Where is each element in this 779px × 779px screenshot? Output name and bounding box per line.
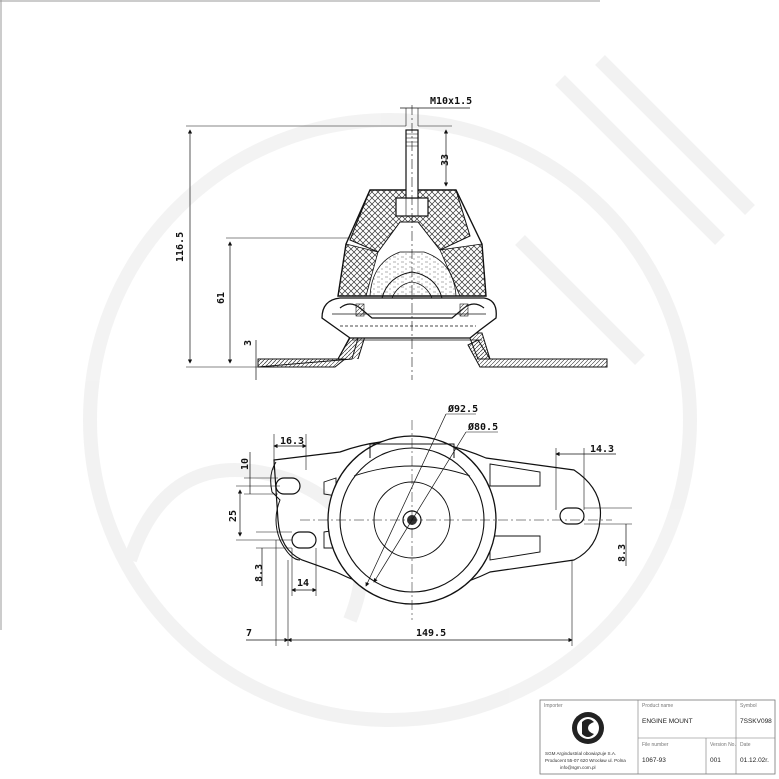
total-length-label: 149.5 <box>416 628 446 639</box>
base-plate-left-flange <box>257 358 347 368</box>
symbol-value: 7SSKV098 <box>740 718 772 725</box>
base-right-leg <box>467 332 491 360</box>
mounting-hole-right <box>559 507 585 525</box>
watermark-logo <box>83 55 755 727</box>
left-hole-width-label: 10 <box>240 458 251 470</box>
rubber-hatch-upper <box>349 189 471 253</box>
left-hole-dia-label: 8.3 <box>254 564 265 582</box>
importer-label: Importer <box>544 703 563 709</box>
stud-height-label: 33 <box>440 154 451 166</box>
outer-diameter-label: Ø92.5 <box>447 403 478 415</box>
title-block: Importer SGM Argindustrial obowiązuje S.… <box>539 699 776 775</box>
right-offset-label: 14.3 <box>590 444 614 455</box>
importer-text-2: Producent 55-07 620 Wrocław ul. Polna <box>545 758 626 763</box>
base-plate-right-flange <box>467 339 608 368</box>
right-hole-dia-label: 8.3 <box>617 544 628 562</box>
importer-text-1: SGM Argindustrial obowiązuje S.A. <box>545 751 616 756</box>
product-name: ENGINE MOUNT <box>642 718 693 725</box>
thread-label: M10x1.5 <box>430 96 472 107</box>
hole-spacing-label: 25 <box>228 510 239 522</box>
file-number-label: File number <box>642 742 669 748</box>
inner-diameter-label: Ø80.5 <box>467 421 498 433</box>
fluid-chamber <box>369 251 457 297</box>
symbol-label: Symbol <box>740 703 757 709</box>
left-offset-label: 16.3 <box>280 436 304 447</box>
date-label: Date <box>740 742 751 748</box>
edge-offset-label: 7 <box>246 628 252 639</box>
product-name-label: Product name <box>642 703 673 709</box>
date-value: 01.12.02r. <box>740 757 769 764</box>
mounting-hole-left-lower <box>291 531 317 549</box>
hole-pitch-label: 14 <box>297 578 309 589</box>
importer-text-3: info@sgm.com.pl <box>560 765 596 770</box>
company-logo <box>572 712 604 744</box>
file-number-value: 1067-93 <box>642 757 666 764</box>
plate-thickness-label: 3 <box>243 340 254 346</box>
version-value: 001 <box>710 757 721 764</box>
version-label: Version No. <box>710 742 736 748</box>
side-view: M10x1.5 33 116.5 61 3 <box>175 96 608 380</box>
top-view: Ø92.5 Ø80.5 16.3 10 25 8.3 14 14.3 8.3 <box>228 403 632 646</box>
body-height-label: 61 <box>216 292 227 304</box>
total-height-label: 116.5 <box>175 232 186 262</box>
